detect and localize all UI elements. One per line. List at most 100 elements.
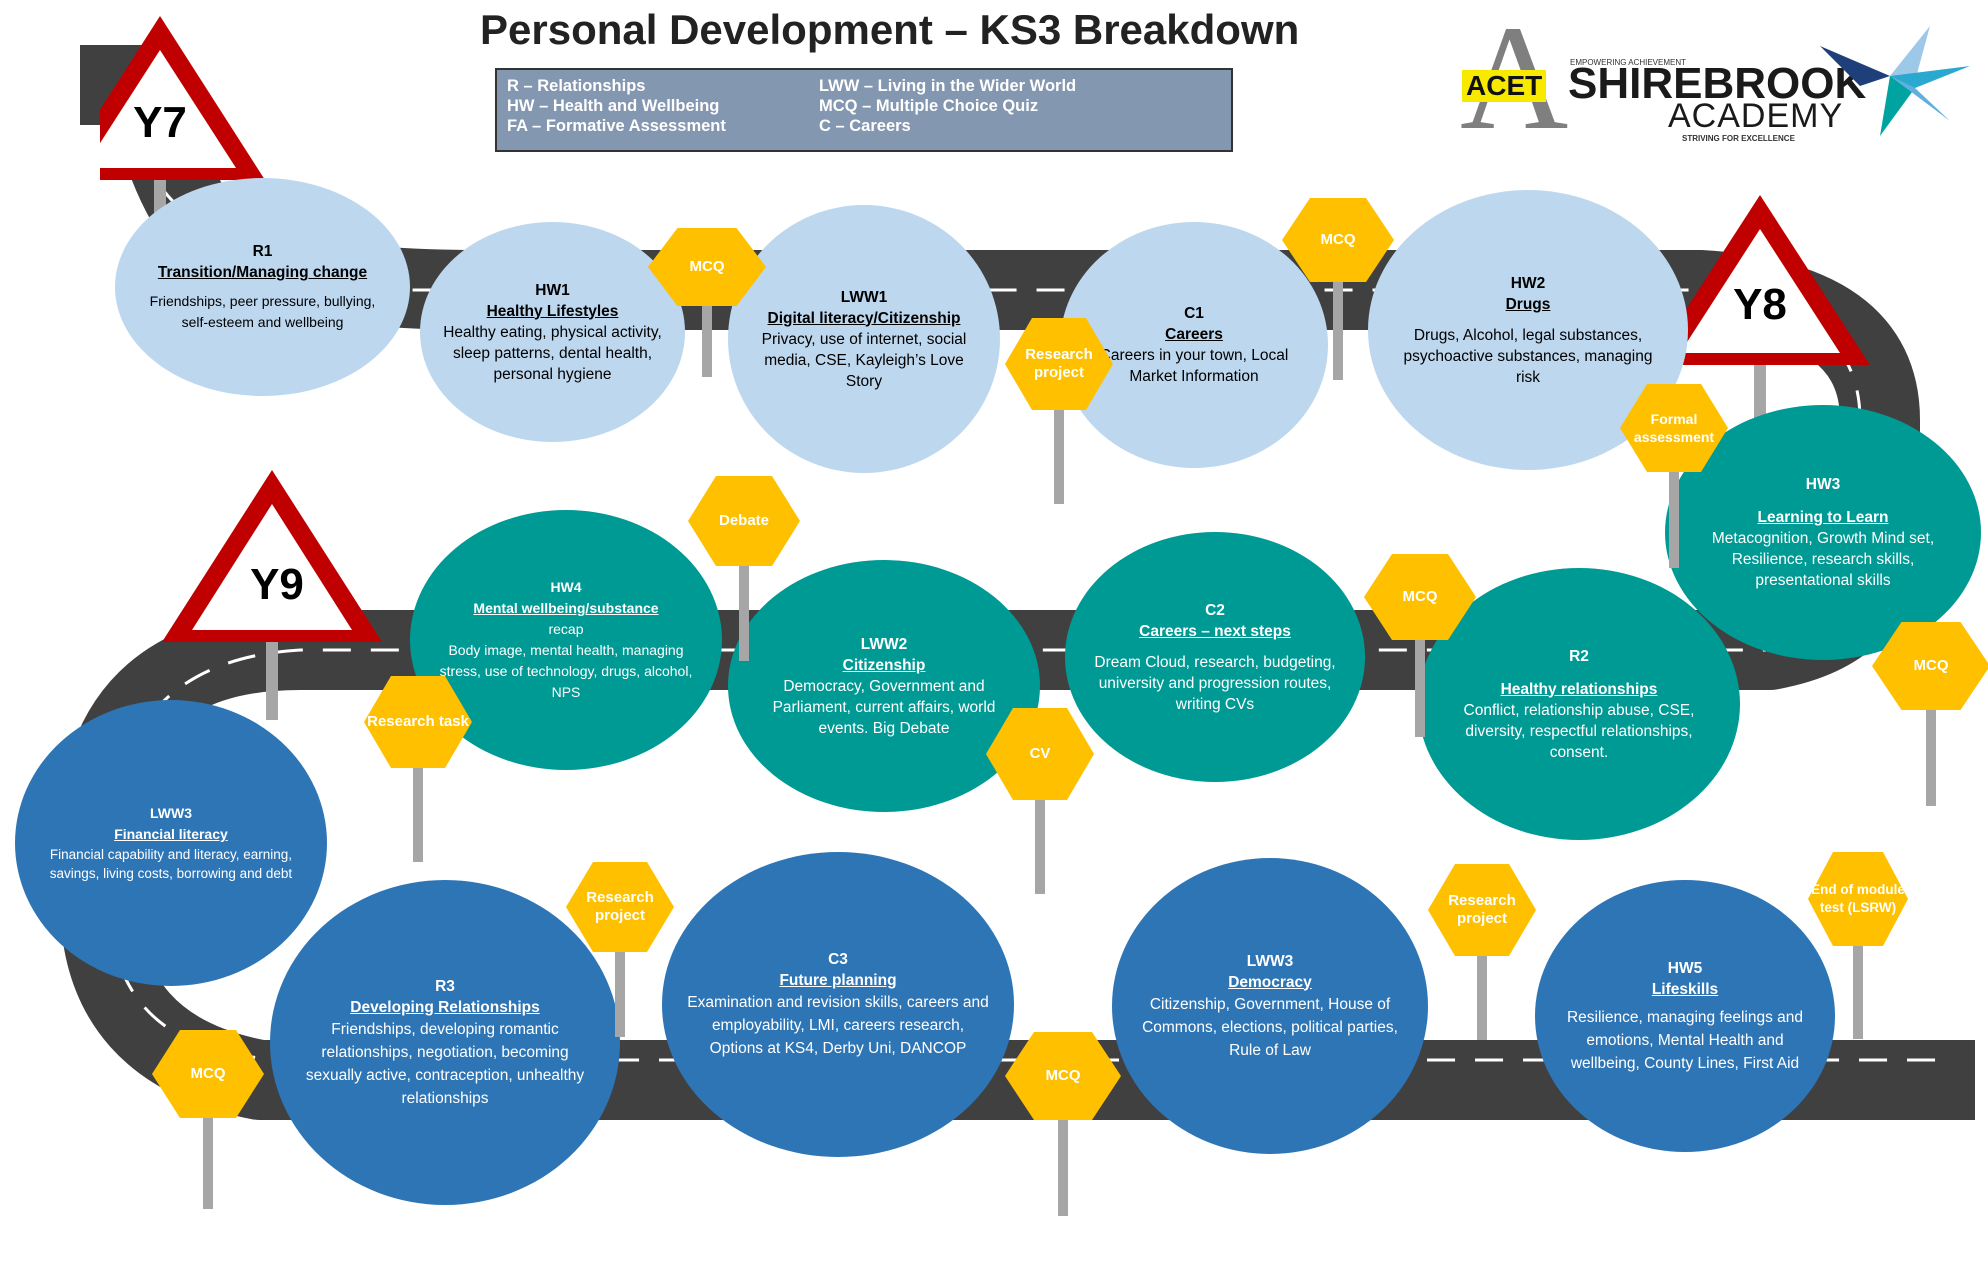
module-name: Mental wellbeing/substance [473,600,659,616]
school-logo: A EMPOWERING ACHIEVEMENT ACET SHIREBROOK… [1450,3,1980,153]
legend-left: R – Relationships HW – Health and Wellbe… [507,76,726,136]
assessment-label: Research task [367,713,469,730]
module-desc: Drugs, Alcohol, legal substances, psycho… [1403,326,1653,386]
assessment-label: End of module test (LSRW) [1811,882,1905,915]
logo-star-icon [1820,26,1970,136]
y9-label: Y9 [250,560,304,609]
assessment-label: Research project [1025,346,1093,381]
assessment-label: MCQ [190,1065,226,1082]
assessment-label: Formal assessment [1633,411,1715,445]
module-code: HW3 [1805,476,1841,493]
hexagon-sign-icon [566,862,674,1037]
assessment-sign: Debate [688,476,800,711]
module-code: R3 [435,977,455,995]
logo-tagline-bottom: STRIVING FOR EXCELLENCE [1682,134,1795,143]
legend-box: R – Relationships HW – Health and Wellbe… [495,68,1233,152]
module-name: Digital literacy/Citizenship [767,309,961,327]
module-code: HW1 [535,281,570,299]
hexagon-sign-icon [1364,554,1476,737]
assessment-sign: End of module test (LSRW) [1808,852,1908,1091]
assessment-sign: MCQ [648,228,766,421]
page-title: Personal Development – KS3 Breakdown [480,6,1300,53]
assessment-label: MCQ [1402,588,1438,605]
module-desc: Body image, mental health, managing stre… [439,642,693,700]
y9-warning-sign [160,470,390,735]
module-name: Drugs [1505,295,1551,313]
module-name: Transition/Managing change [157,264,368,281]
module-code: LWW1 [840,288,888,306]
module-name: Future planning [779,972,897,989]
module-desc: Financial capability and literacy, earni… [49,847,293,881]
module-c1: C1 Careers Careers in your town, Local M… [1060,222,1328,468]
assessment-sign: MCQ [1282,198,1394,427]
module-desc: Metacognition, Growth Mind set, Resilien… [1711,530,1935,589]
legend-right: LWW – Living in the Wider World MCQ – Mu… [819,76,1076,136]
hexagon-sign-icon [1428,864,1536,1040]
module-lww2: LWW2 Citizenship Democracy, Government a… [728,560,1040,812]
hexagon-sign-icon [986,708,1094,894]
module-desc: Friendships, peer pressure, bullying, se… [149,293,376,330]
hexagon-sign-icon [1282,198,1394,380]
assessment-sign: Research project [1005,318,1113,555]
logo-shirebrook: SHIREBROOK [1568,59,1867,108]
assessment-sign: MCQ [152,1030,264,1258]
module-code: HW2 [1510,274,1546,292]
module-c2: C2 Careers – next steps Dream Cloud, res… [1065,532,1365,782]
module-name: Democracy [1228,973,1312,991]
module-desc: Conflict, relationship abuse, CSE, diver… [1463,701,1695,761]
module-code: LWW2 [860,635,908,653]
assessment-label: MCQ [689,258,725,275]
logo-acet: ACET [1462,70,1547,102]
hexagon-sign-icon [1808,852,1908,1039]
hexagon-sign-icon [364,676,472,862]
hexagon-sign-icon [1005,1032,1121,1216]
hexagon-sign-icon [1872,622,1988,806]
assessment-label: MCQ [1913,657,1949,674]
module-desc: Dream Cloud, research, budgeting, univer… [1094,653,1336,713]
module-desc: Healthy eating, physical activity, sleep… [443,323,662,383]
module-name: Healthy Lifestyles [486,302,619,320]
module-code: R2 [1569,647,1589,665]
module-code: R1 [252,243,273,260]
module-desc: Privacy, use of internet, social media, … [761,330,967,390]
module-name: Lifeskills [1651,980,1719,998]
module-code: LWW3 [1246,952,1294,970]
module-hw3: HW3 Learning to Learn Metacognition, Gro… [1665,405,1981,660]
module-r1: R1 Transition/Managing change Friendship… [115,178,410,396]
module-desc: Examination and revision skills, careers… [687,994,989,1057]
assessment-sign: MCQ [1005,1032,1121,1265]
assessment-sign: Formal assessment [1620,384,1728,617]
assessment-label: MCQ [1045,1067,1081,1084]
hexagon-sign-icon [152,1030,264,1209]
module-hw2: HW2 Drugs Drugs, Alcohol, legal substanc… [1368,190,1688,470]
module-name: Careers – next steps [1139,622,1291,640]
legend-item: HW – Health and Wellbeing [507,97,720,115]
module-hw1: HW1 Healthy Lifestyles Healthy eating, p… [420,222,685,442]
warning-triangle-icon [162,470,382,720]
legend-item: C – Careers [819,117,911,135]
assessment-label: CV [1029,745,1051,762]
module-lww3-democracy: LWW3 Democracy Citizenship, Government, … [1112,858,1428,1154]
module-code: LWW3 [150,805,192,821]
module-desc: Friendships, developing romantic relatio… [305,1020,585,1107]
y8-label: Y8 [1733,280,1787,329]
module-r2: R2 Healthy relationships Conflict, relat… [1418,568,1740,840]
module-name: Healthy relationships [1500,680,1658,698]
module-name: Developing Relationships [350,998,540,1016]
y7-label: Y7 [133,98,187,147]
module-lww1: LWW1 Digital literacy/Citizenship Privac… [728,205,1000,473]
module-code: C3 [828,951,848,968]
module-name: Citizenship [842,656,926,674]
module-c3: C3 Future planning Examination and revis… [662,852,1014,1157]
legend-item: R – Relationships [507,77,646,95]
logo-tagline-top: EMPOWERING ACHIEVEMENT [1570,58,1687,67]
assessment-label: Debate [718,512,770,529]
hexagon-sign-icon [688,476,800,661]
legend-item: LWW – Living in the Wider World [819,77,1077,95]
module-desc: Democracy, Government and Parliament, cu… [772,677,996,737]
module-code: C1 [1184,305,1204,322]
module-code: HW4 [550,579,582,595]
assessment-label: MCQ [1320,231,1356,248]
module-code: HW5 [1667,959,1703,977]
logo-academy: ACADEMY [1668,97,1844,135]
